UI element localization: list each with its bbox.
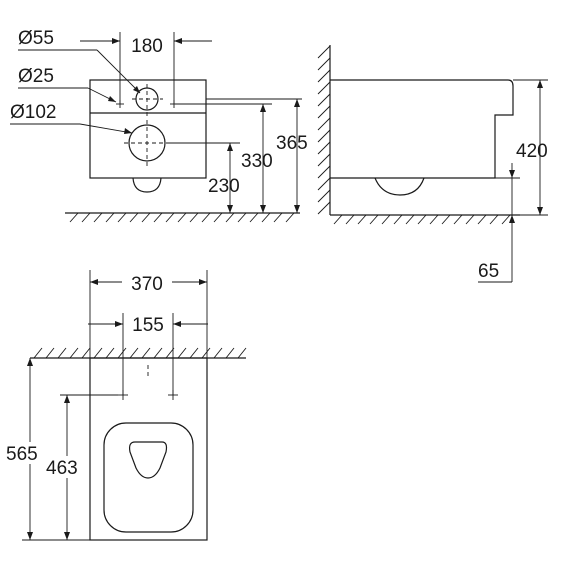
dim-370-label: 370	[131, 274, 163, 295]
top-toilet-outline	[89, 357, 208, 541]
dim-180-label: 180	[131, 36, 163, 57]
side-floor-hatch	[333, 214, 511, 225]
dim-365-label: 365	[276, 133, 308, 154]
dia-25-label: Ø25	[18, 66, 54, 87]
front-view: 180 Ø55 Ø25 Ø102 230 330 365	[10, 28, 308, 223]
centerlines	[124, 84, 170, 166]
dia-102-leader	[79, 123, 133, 134]
side-toilet-profile	[330, 79, 514, 179]
dia-55-label: Ø55	[18, 28, 54, 49]
side-wall-hatch	[317, 45, 331, 215]
dim-155-label: 155	[132, 315, 164, 336]
top-wall-hatch	[33, 347, 247, 359]
top-bolt-holes	[118, 390, 178, 400]
top-bowl-opening	[128, 441, 168, 479]
dia-102-label: Ø102	[10, 102, 56, 123]
dim-370-label-bg	[122, 270, 172, 292]
top-seat-outline	[103, 422, 194, 533]
dim-230-label: 230	[208, 176, 240, 197]
dim-330-label: 330	[241, 151, 273, 172]
dim-565-label-bg	[4, 442, 48, 464]
dim-463-label-bg	[44, 456, 88, 478]
side-view: 420 65	[317, 45, 548, 283]
front-bowl-bottom	[132, 177, 162, 193]
outlet-102-circle	[128, 124, 166, 162]
dim-420-label: 420	[516, 141, 548, 162]
top-view: 370 155 565 463	[4, 270, 247, 541]
dia-55-leader	[96, 49, 141, 94]
dim-463-label: 463	[46, 458, 78, 479]
side-bowl-bottom	[374, 177, 425, 196]
dim-565-label: 565	[6, 444, 38, 465]
front-toilet-body	[89, 79, 207, 179]
front-floor-hatch	[69, 212, 295, 223]
dim-65-label: 65	[478, 261, 499, 282]
